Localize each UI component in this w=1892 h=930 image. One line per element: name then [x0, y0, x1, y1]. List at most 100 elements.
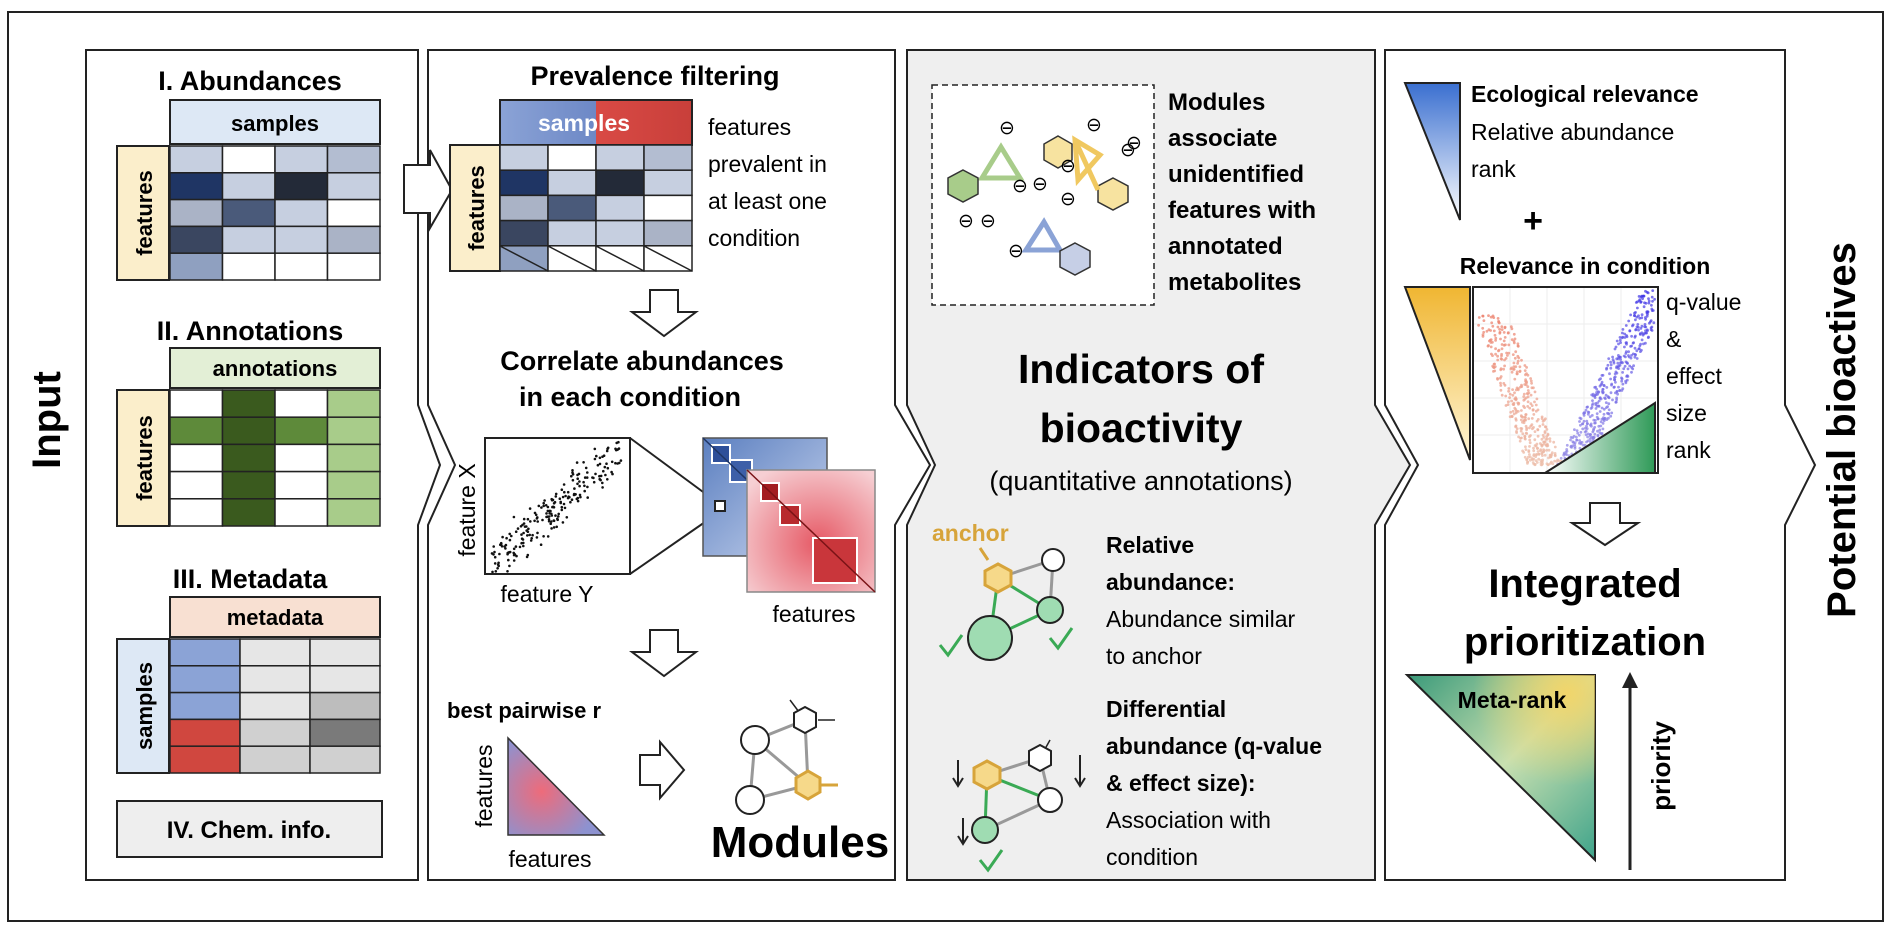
volcano-dot [1632, 364, 1635, 368]
volcano-dot [1496, 325, 1500, 329]
volcano-dot [1609, 366, 1613, 370]
volcano-dot [1619, 358, 1622, 361]
volcano-dot [1520, 358, 1523, 362]
volcano-dot [1499, 337, 1502, 341]
volcano-dot [1609, 377, 1612, 381]
volcano-dot [1601, 373, 1605, 377]
scatter-dot [501, 535, 504, 539]
volcano-dot [1516, 342, 1520, 346]
volcano-dot [1528, 458, 1532, 462]
indicators-title-line1: Indicators of [1018, 346, 1264, 392]
volcano-dot [1491, 354, 1494, 357]
volcano-dot [1529, 377, 1532, 380]
anchor-label: anchor [932, 520, 1009, 546]
volcano-dot [1609, 363, 1613, 367]
scatter-dot [548, 509, 551, 513]
prevalence-cell [547, 169, 597, 197]
volcano-dot [1500, 393, 1504, 397]
volcano-dot [1526, 455, 1530, 459]
scatter-dot [543, 499, 546, 502]
volcano-dot [1621, 382, 1625, 386]
metadata-cell [309, 718, 381, 747]
eco-title: Ecological relevance [1471, 81, 1699, 107]
volcano-dot [1530, 404, 1534, 407]
volcano-dot [1601, 422, 1605, 425]
cond-title: Relevance in condition [1460, 253, 1711, 279]
volcano-dot [1524, 413, 1528, 416]
volcano-dot [1508, 396, 1511, 399]
prevalence-description: features prevalent in at least one condi… [708, 114, 827, 251]
abundance-cell [326, 198, 381, 228]
volcano-dot [1505, 351, 1508, 355]
volcano-dot [1541, 454, 1544, 457]
volcano-dot [1620, 389, 1624, 392]
volcano-dot [1481, 335, 1485, 338]
volcano-dot [1491, 314, 1495, 318]
volcano-dot [1553, 459, 1556, 463]
scatter-dot [573, 487, 576, 490]
annotation-cell [221, 416, 276, 446]
volcano-dot [1511, 393, 1515, 397]
volcano-dot [1526, 395, 1530, 399]
modules-description: Modules associate unidentified features … [1168, 89, 1316, 296]
volcano-dot [1635, 315, 1639, 319]
prevalence-cell [499, 219, 549, 247]
volcano-dot [1603, 417, 1606, 421]
volcano-dot [1525, 366, 1528, 369]
volcano-dot [1581, 443, 1585, 447]
scatter-dot [496, 567, 499, 570]
scatter-dot [593, 447, 597, 451]
volcano-dot [1524, 418, 1528, 422]
scatter-dot [562, 502, 566, 506]
volcano-dot [1529, 402, 1533, 405]
modules-desc-3: unidentified [1168, 161, 1304, 188]
prevalence-cell [499, 194, 549, 222]
scatter-dot [557, 515, 560, 518]
volcano-dot [1609, 414, 1613, 418]
volcano-dot [1526, 373, 1530, 377]
triangle-features-h: features [508, 846, 591, 872]
volcano-dot [1481, 326, 1485, 330]
volcano-dot [1588, 415, 1592, 419]
volcano-dot [1588, 437, 1592, 441]
modules-desc-2: associate [1168, 125, 1277, 152]
prevalence-cell [643, 169, 693, 197]
volcano-dot [1517, 401, 1521, 405]
volcano-dot [1601, 388, 1605, 391]
volcano-dot [1644, 316, 1647, 319]
scatter-dot [552, 506, 556, 509]
volcano-dot [1617, 342, 1620, 346]
volcano-dot [1493, 362, 1496, 366]
prevalence-desc-line4: condition [708, 225, 800, 251]
prevalence-cell [643, 194, 693, 222]
volcano-dot [1609, 391, 1613, 395]
volcano-dot [1500, 352, 1503, 356]
volcano-dot [1503, 326, 1507, 330]
volcano-dot [1617, 364, 1621, 368]
scatter-dot [506, 552, 509, 556]
volcano-dot [1643, 323, 1647, 326]
volcano-dot [1504, 404, 1508, 407]
abundance-cell [326, 252, 381, 281]
volcano-dot [1525, 381, 1528, 385]
volcano-dot [1514, 418, 1518, 422]
volcano-dot [1503, 336, 1507, 339]
minus-glyph: ⊖ [958, 211, 974, 232]
diff-abundance-desc-1: Association with [1106, 807, 1271, 833]
scatter-dot [545, 512, 548, 515]
scatter-dot [605, 449, 609, 453]
volcano-dot [1516, 410, 1520, 413]
volcano-dot [1615, 396, 1618, 400]
annotations-features-header [116, 389, 170, 527]
volcano-dot [1532, 449, 1536, 453]
volcano-dot [1639, 327, 1643, 330]
volcano-dot [1634, 334, 1637, 338]
volcano-dot [1569, 438, 1572, 442]
volcano-dot [1584, 408, 1588, 412]
abundance-cell [221, 198, 276, 228]
scatter-dot [522, 522, 526, 525]
volcano-dot [1620, 377, 1624, 381]
volcano-dot [1642, 305, 1646, 309]
prevalence-cell [547, 194, 597, 222]
volcano-dot [1521, 415, 1525, 419]
